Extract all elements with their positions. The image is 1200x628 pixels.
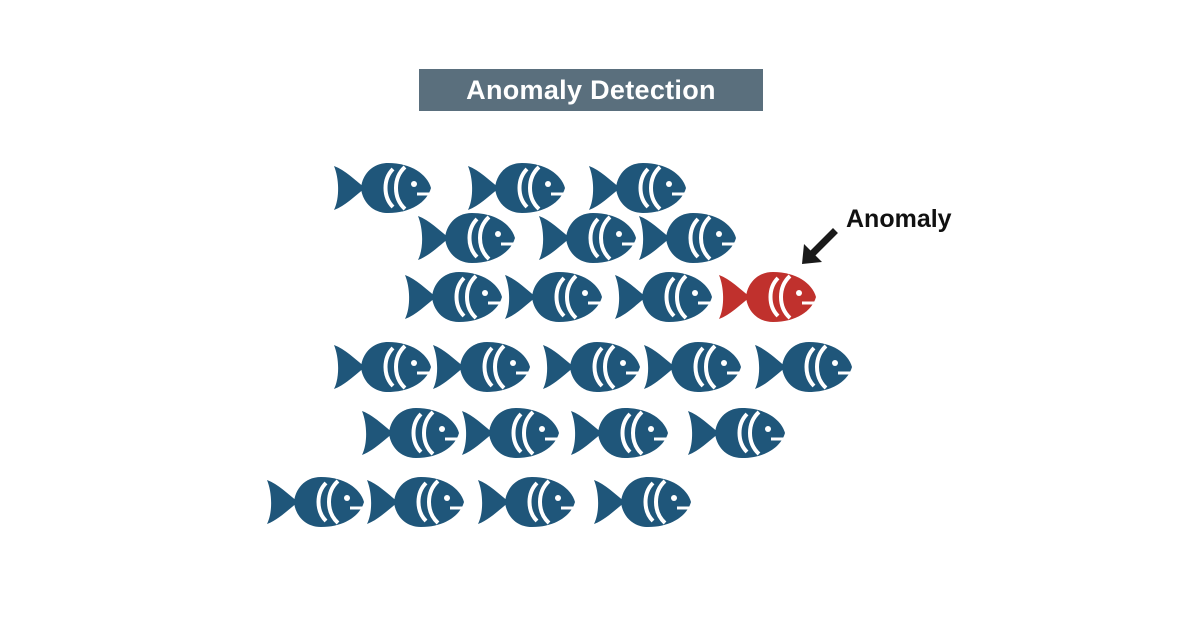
title-text: Anomaly Detection xyxy=(466,74,716,105)
fish-icon xyxy=(267,477,365,527)
fish-icon xyxy=(571,408,669,458)
fish-icon xyxy=(589,163,687,213)
arrow-down-left-icon xyxy=(802,228,838,264)
fish-icon xyxy=(405,272,503,322)
title-banner: Anomaly Detection xyxy=(419,69,763,111)
fish-icon xyxy=(543,342,641,392)
fish-icon xyxy=(644,342,742,392)
fish-icon xyxy=(334,342,432,392)
anomaly-label: Anomaly xyxy=(846,205,952,233)
fish-icon xyxy=(362,408,460,458)
anomaly-fish-icon xyxy=(719,272,817,322)
fish-icon xyxy=(755,342,853,392)
fish-icon xyxy=(688,408,786,458)
fish-icon xyxy=(639,213,737,263)
fish-icon xyxy=(418,213,516,263)
fish-icon xyxy=(615,272,713,322)
fish-icon xyxy=(539,213,637,263)
fish-icon xyxy=(334,163,432,213)
fish-icon xyxy=(433,342,531,392)
fish-icon xyxy=(462,408,560,458)
fish-icon xyxy=(478,477,576,527)
fish-icon xyxy=(468,163,566,213)
fish-icon xyxy=(505,272,603,322)
fish-icon xyxy=(594,477,692,527)
fish-icon xyxy=(367,477,465,527)
